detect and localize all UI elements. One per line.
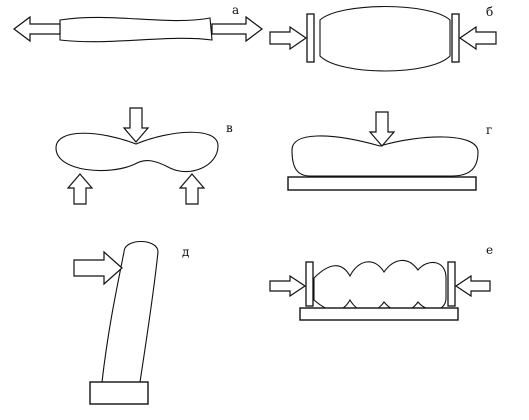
- arrow-left-compress: [269, 25, 308, 51]
- panel-label-e: е: [486, 243, 493, 257]
- substrate-g: [287, 176, 477, 191]
- plate-left-e: [305, 261, 314, 307]
- arrow-bottom-left-bend: [66, 173, 94, 205]
- panel-a: а: [13, 3, 263, 43]
- substrate-d: [89, 381, 149, 405]
- arrow-bottom-right-bend: [178, 173, 206, 205]
- panel-label-b: б: [486, 5, 493, 19]
- plate-right: [451, 13, 460, 63]
- nanotube-cantilever: [101, 240, 159, 383]
- panel-v: в: [55, 107, 233, 205]
- panel-label-d: д: [182, 245, 189, 259]
- panel-b: б: [269, 5, 497, 72]
- nanotube-beaded: [313, 259, 447, 313]
- arrow-left-e: [269, 274, 307, 298]
- panel-g: г: [287, 111, 492, 191]
- arrow-right-tension: [211, 15, 263, 43]
- arrow-right-compress: [458, 25, 497, 51]
- arrow-top-indent: [368, 111, 396, 147]
- substrate-e: [299, 307, 459, 321]
- panel-label-a: а: [232, 3, 239, 17]
- arrow-side-load: [73, 250, 123, 286]
- nanotube-compressed-barrel: [319, 5, 451, 72]
- panel-d: д: [73, 240, 189, 405]
- panel-e: е: [269, 243, 493, 321]
- arrow-top-bend: [122, 107, 150, 143]
- panel-label-g: г: [486, 123, 492, 137]
- plate-right-e: [447, 261, 456, 307]
- arrow-right-e: [454, 274, 491, 298]
- panel-label-v: в: [226, 121, 233, 135]
- nanotube-stretched: [59, 16, 213, 43]
- arrow-left-tension: [13, 15, 61, 43]
- nanotube-indented: [291, 135, 479, 177]
- plate-left: [306, 13, 315, 63]
- nanotube-bent: [55, 131, 219, 173]
